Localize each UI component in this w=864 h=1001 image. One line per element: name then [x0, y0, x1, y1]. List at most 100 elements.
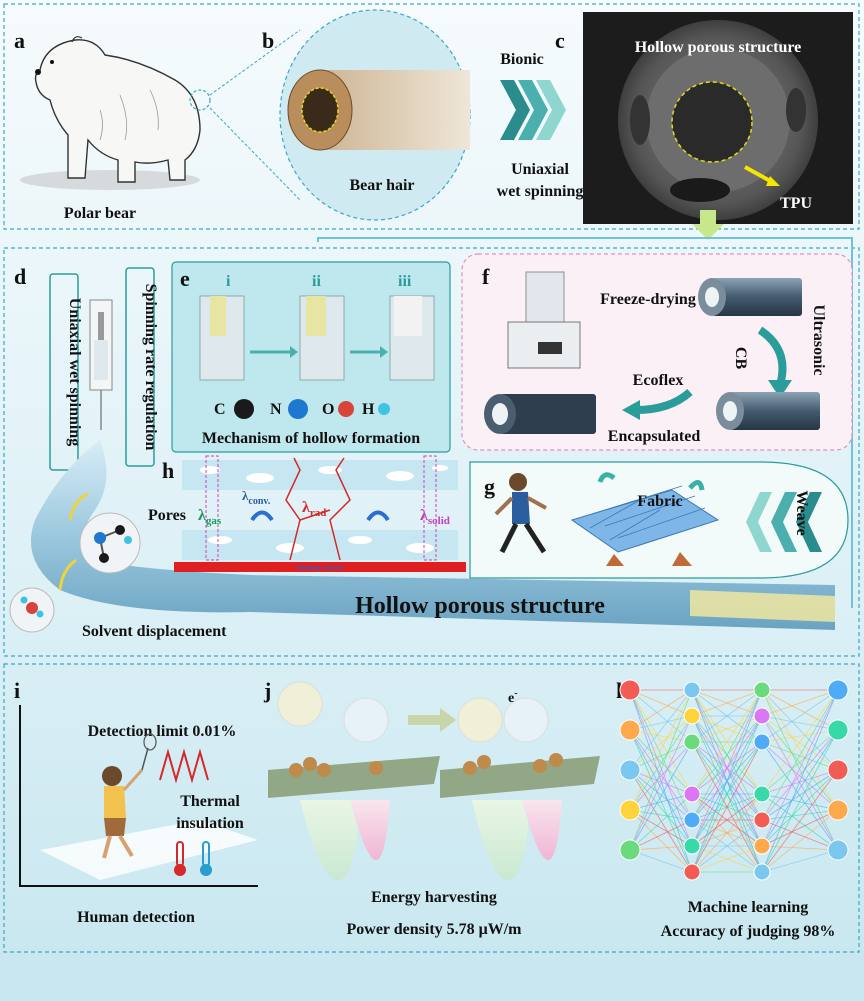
- nn-link: [761, 689, 839, 717]
- zoom-line-top: [209, 29, 301, 96]
- nn-node: [827, 799, 849, 821]
- neural-network-links: [629, 689, 839, 873]
- nn-link: [691, 715, 763, 873]
- nn-link: [629, 689, 693, 795]
- nn-node: [619, 799, 641, 821]
- nn-link: [761, 809, 839, 821]
- nn-node: [683, 785, 701, 803]
- tube-1: [698, 278, 802, 316]
- nn-link: [761, 715, 839, 771]
- nn-link: [629, 729, 693, 847]
- nn-link: [629, 689, 693, 873]
- neural-network-nodes: [619, 679, 849, 881]
- nn-link: [761, 809, 839, 847]
- spinning-rate-box: [125, 267, 155, 467]
- nn-link: [629, 809, 693, 873]
- nn-link: [691, 689, 763, 717]
- fiber-hollow-core: [690, 590, 835, 622]
- porous-layer-bottom: [182, 530, 458, 560]
- nn-link: [761, 689, 839, 847]
- panel-i-letter: i: [14, 678, 20, 703]
- panel-g-letter: g: [484, 474, 495, 499]
- nn-link: [629, 729, 693, 743]
- hollow-stage-1: [199, 295, 245, 381]
- solid-highlight: [423, 455, 437, 561]
- uniaxial-box: [49, 273, 79, 471]
- nn-link: [691, 689, 763, 847]
- tpu-arrow: [744, 165, 773, 184]
- nn-link: [691, 689, 763, 743]
- nn-link: [629, 819, 693, 851]
- pores-label: Pores: [148, 507, 186, 524]
- nn-link: [629, 715, 693, 851]
- nn-link: [691, 793, 763, 847]
- nn-link: [761, 689, 839, 811]
- nn-link: [629, 689, 693, 821]
- nn-link: [761, 689, 839, 731]
- legend-c-atom: [234, 399, 254, 419]
- nn-link: [761, 741, 839, 771]
- fiber-label: Hollow porous structure: [355, 593, 605, 619]
- radiation-paths: [285, 457, 351, 561]
- nn-link: [629, 689, 693, 847]
- nn-link: [761, 741, 839, 811]
- nn-node: [619, 759, 641, 781]
- badminton-player: [102, 733, 157, 859]
- sem-cross-section: [583, 12, 853, 224]
- nn-link: [629, 715, 693, 731]
- panel-f-letter: f: [482, 264, 490, 289]
- nn-node: [683, 863, 701, 881]
- polar-bear-illustration: [20, 36, 211, 190]
- thermometer-hot-icon: [174, 841, 186, 876]
- lambda-rad: λrad: [302, 499, 326, 519]
- nn-node: [753, 785, 771, 803]
- nn-link: [691, 689, 763, 795]
- detection-limit: Detection limit 0.01%: [88, 723, 237, 740]
- nn-link: [629, 729, 693, 795]
- convection-arrow-1: [250, 510, 274, 522]
- nn-link: [761, 793, 839, 851]
- panel-a-letter: a: [14, 28, 25, 53]
- displacement-arrow-2: [68, 492, 89, 521]
- nn-node: [753, 837, 771, 855]
- particle-3: [457, 697, 503, 743]
- lambda-conv: λconv.: [242, 488, 271, 507]
- tip-2: [350, 800, 390, 860]
- nn-link: [629, 689, 693, 811]
- nn-node: [827, 839, 849, 861]
- panel-e-letter: e: [180, 266, 190, 291]
- nn-node: [683, 837, 701, 855]
- panel-i-caption: Human detection: [77, 909, 195, 926]
- fabric-label: Fabric: [637, 493, 682, 510]
- nn-link: [761, 819, 839, 851]
- fabric-arrow-2: [688, 480, 705, 491]
- thermal-line2: insulation: [176, 815, 244, 832]
- nn-node: [683, 811, 701, 829]
- panel-i-axes: [19, 705, 258, 887]
- nn-link: [761, 689, 839, 821]
- nn-link: [761, 729, 839, 873]
- ultrasonic-label: Ultrasonic: [810, 304, 827, 375]
- nn-node: [827, 679, 849, 701]
- nn-link: [629, 793, 693, 851]
- nn-link: [629, 769, 693, 873]
- hollow-stage-3: [389, 295, 435, 381]
- panel-d-letter: d: [14, 264, 26, 289]
- fabric-mesh: [570, 485, 720, 553]
- bear-hair-illustration: [279, 9, 471, 221]
- nn-link: [761, 769, 839, 873]
- nn-link: [761, 729, 839, 795]
- syringe: [89, 299, 113, 430]
- particle-4: [503, 697, 549, 743]
- encapsulate-arrow: [635, 388, 693, 414]
- step-i: i: [226, 273, 231, 290]
- nn-link: [761, 741, 839, 851]
- nn-link: [629, 715, 693, 811]
- legend-o-label: O: [322, 401, 334, 418]
- tube-2: [716, 392, 820, 430]
- nn-link: [629, 689, 693, 743]
- nn-link: [761, 729, 839, 847]
- lambda-solid: λsolid: [420, 507, 450, 527]
- nn-node: [683, 681, 701, 699]
